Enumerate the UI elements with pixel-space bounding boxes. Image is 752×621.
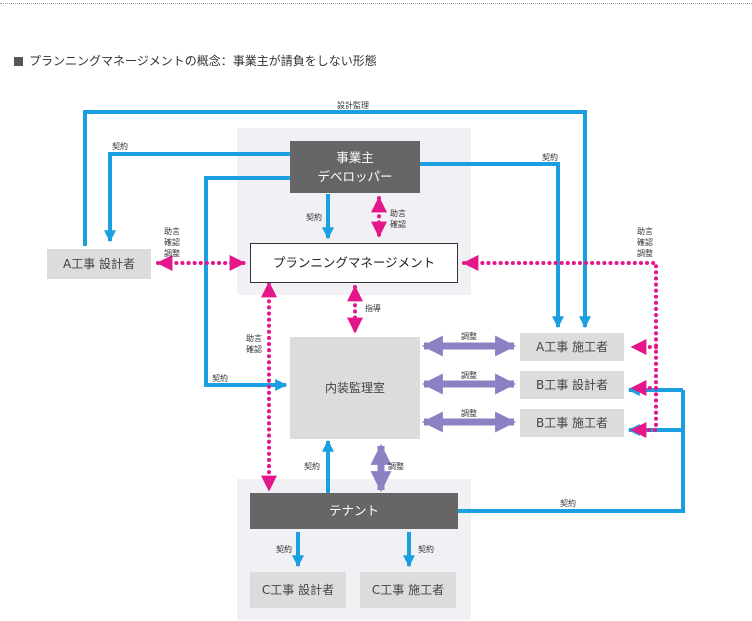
c-constructor-box: C工事 施工者 <box>360 572 456 608</box>
adjust-label-tenant: 調整 <box>388 462 404 471</box>
contract-label-tenant-interior: 契約 <box>304 462 320 471</box>
c-designer-label: C工事 設計者 <box>261 582 335 597</box>
advice-label-owner-pm: 助言 確認 <box>390 209 406 229</box>
adjust-label-b-designer: 調整 <box>461 371 477 380</box>
owner-developer-box: 事業主 デベロッパー <box>290 141 420 193</box>
guidance-label: 指導 <box>365 304 381 313</box>
tenant-label: テナント <box>328 503 379 519</box>
planning-management-label: プランニングマネージメント <box>272 255 436 271</box>
developer-label: デベロッパー <box>317 169 393 184</box>
tenant-box: テナント <box>250 493 458 529</box>
b-constructor-label: B工事 施工者 <box>535 415 609 430</box>
c-designer-box: C工事 設計者 <box>250 572 346 608</box>
contract-label-a-designer: 契約 <box>112 142 128 151</box>
c-constructor-label: C工事 施工者 <box>371 582 445 597</box>
advice-label-a-designer: 助言 確認 調整 <box>164 227 180 258</box>
contract-label-a-constructor: 契約 <box>542 153 558 162</box>
adjust-label-a-constructor: 調整 <box>461 332 477 341</box>
interior-office-label: 内装監理室 <box>324 380 385 395</box>
owner-to-a-designer-line <box>104 152 290 243</box>
design-supervision-line <box>83 110 591 329</box>
owner-to-interior-line <box>204 176 290 391</box>
contract-label-pm: 契約 <box>306 213 322 222</box>
a-designer-label: A工事 設計者 <box>62 256 136 271</box>
contract-label-interior: 契約 <box>212 374 228 383</box>
contract-label-tenant-b: 契約 <box>560 499 576 508</box>
a-constructor-label: A工事 施工者 <box>535 339 609 354</box>
a-constructor-box: A工事 施工者 <box>520 333 624 361</box>
advice-lines <box>156 196 658 492</box>
b-designer-label: B工事 設計者 <box>535 377 609 392</box>
advice-label-tenant: 助言 確認 <box>246 334 262 354</box>
bullet-square-icon <box>14 57 23 66</box>
design-supervision-label: 設計監理 <box>337 101 369 110</box>
page-title: プランニングマネージメントの概念：事業主が請負をしない形態 <box>14 52 377 69</box>
advice-label-constructors: 助言 確認 調整 <box>637 227 653 258</box>
b-constructor-box: B工事 施工者 <box>520 409 624 437</box>
coordination-lines <box>370 335 517 493</box>
top-dotted-rule <box>0 3 752 4</box>
contract-label-c-designer: 契約 <box>276 545 292 554</box>
interior-office-box: 内装監理室 <box>290 337 420 439</box>
adjust-label-b-constructor: 調整 <box>461 409 477 418</box>
page-title-text: プランニングマネージメントの概念：事業主が請負をしない形態 <box>29 54 377 68</box>
owner-label: 事業主 <box>336 149 374 165</box>
b-designer-box: B工事 設計者 <box>520 371 624 399</box>
a-designer-box: A工事 設計者 <box>47 249 151 279</box>
contract-label-c-constructor: 契約 <box>418 545 434 554</box>
planning-management-box: プランニングマネージメント <box>250 243 458 283</box>
